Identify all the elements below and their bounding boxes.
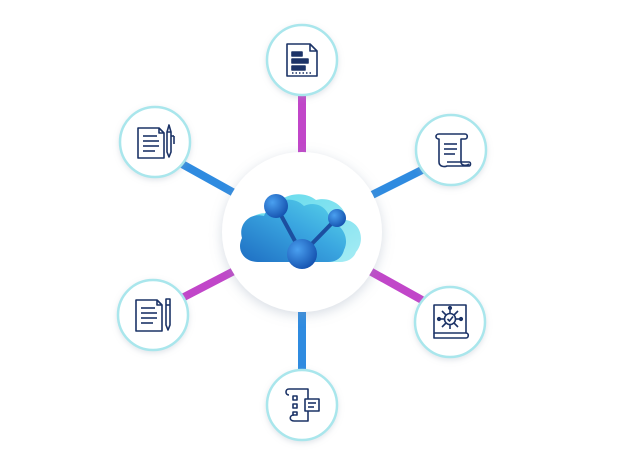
cloud-network-icon (239, 194, 361, 269)
connector-lower-right (366, 266, 424, 304)
node-bottom (265, 368, 339, 442)
connector-lower-left (180, 266, 238, 302)
node-top (265, 23, 339, 97)
scroll-document-icon (435, 133, 472, 168)
document-pen-icon (137, 124, 175, 159)
node-upper-right (414, 113, 488, 187)
center-hub (222, 152, 382, 312)
certificate-network-icon (433, 304, 470, 339)
node-lower-left (116, 278, 190, 352)
document-chart-icon (286, 43, 318, 77)
connector-upper-left (180, 160, 238, 198)
node-upper-left (118, 105, 192, 179)
connectors (180, 95, 424, 372)
node-lower-right (413, 285, 487, 359)
checklist-scroll-icon (285, 388, 320, 422)
connector-upper-right (366, 166, 424, 201)
document-pen-icon (135, 298, 171, 332)
